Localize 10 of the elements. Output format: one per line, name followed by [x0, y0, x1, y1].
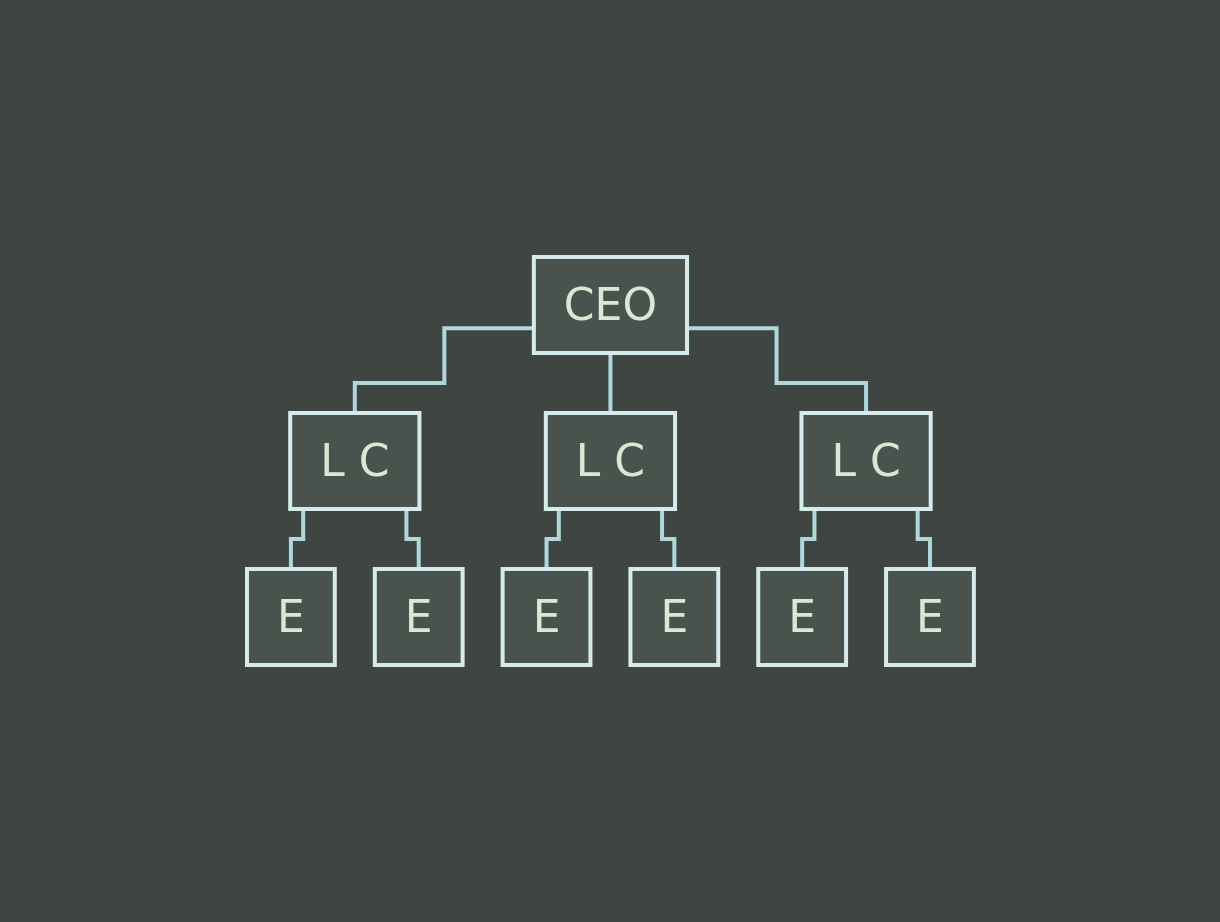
node-box: E [628, 567, 720, 667]
node-box: L C [543, 411, 677, 511]
node-box: CEO [531, 255, 689, 355]
node-box: E [883, 567, 976, 667]
node-box: L C [799, 411, 933, 511]
node-box: E [372, 567, 465, 667]
node-box: L C [287, 411, 421, 511]
node-box: E [500, 567, 592, 667]
node-box: E [755, 567, 848, 667]
node-box: E [244, 567, 337, 667]
